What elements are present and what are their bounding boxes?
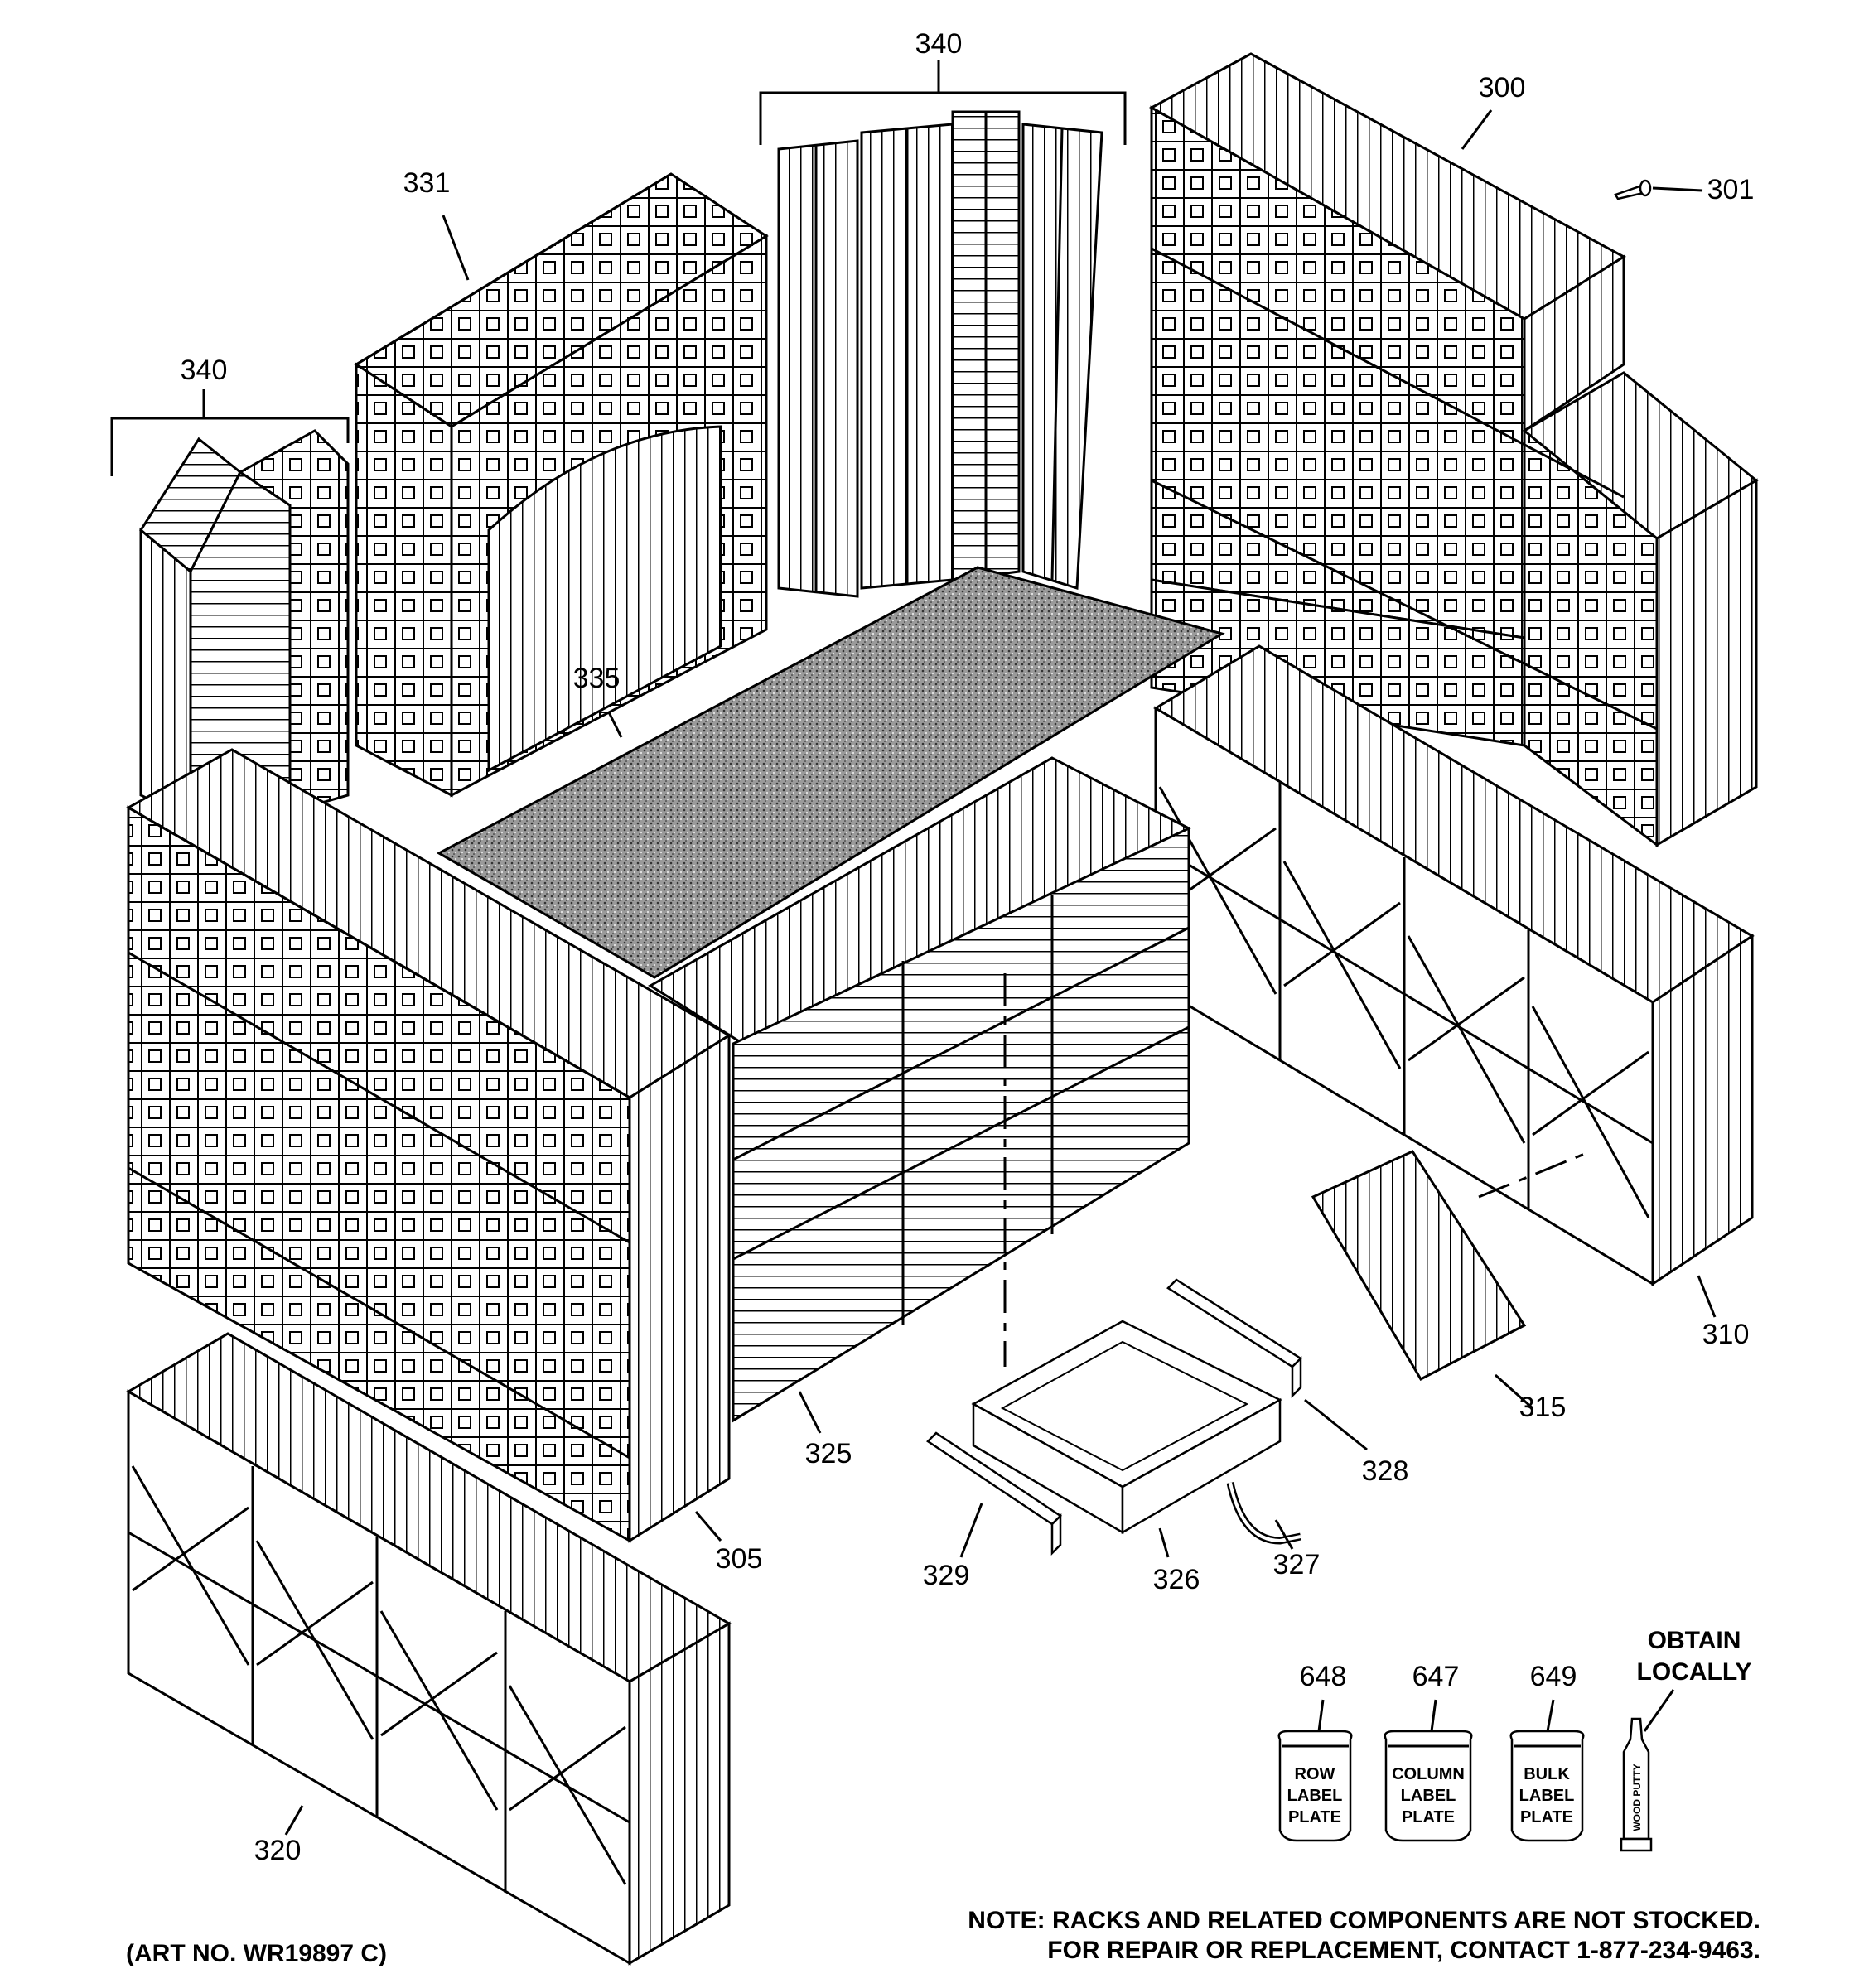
bag-bulk-line1: BULK [1524, 1765, 1570, 1783]
center-shelf-unit-325 [648, 756, 1192, 1423]
callout-647: 647 [1412, 1661, 1460, 1692]
drawer-326 [971, 973, 1282, 1535]
note-line2: FOR REPAIR OR REPLACEMENT, CONTACT 1-877… [1047, 1937, 1760, 1964]
callout-649: 649 [1530, 1661, 1577, 1692]
callout-leaders [284, 109, 1717, 1836]
big-rack-305 [125, 748, 732, 1543]
callout-331: 331 [403, 167, 451, 199]
bag-row-line1: ROW [1295, 1765, 1335, 1783]
callout-315: 315 [1519, 1392, 1567, 1423]
bulk-label-plate-bag-649: BULK LABEL PLATE [1509, 1699, 1585, 1842]
callout-310: 310 [1702, 1319, 1750, 1350]
row-label-plate-bag-648: ROW LABEL PLATE [1277, 1699, 1353, 1842]
obtain-locally-line1: OBTAIN [1648, 1627, 1741, 1654]
callout-300: 300 [1479, 72, 1526, 104]
handle-327 [1226, 1482, 1301, 1545]
corner-rack-340-top [777, 110, 1103, 598]
bag-bulk-line2: LABEL [1519, 1787, 1575, 1805]
arch-rack-331 [354, 172, 769, 798]
callout-328: 328 [1362, 1455, 1409, 1487]
callout-340-left: 340 [181, 355, 228, 386]
low-rack-320 [126, 1332, 732, 1966]
callout-325: 325 [805, 1438, 852, 1469]
column-label-plate-bag-647: COLUMN LABEL PLATE [1384, 1699, 1473, 1842]
obtain-locally-line2: LOCALLY [1637, 1658, 1752, 1686]
callout-335: 335 [573, 663, 621, 694]
tube-label: WOOD PUTTY [1631, 1764, 1643, 1831]
shelf-board-315 [1311, 1150, 1591, 1381]
bag-column-line1: COLUMN [1392, 1765, 1465, 1783]
bracket-340-top [759, 91, 1127, 145]
callout-305: 305 [716, 1543, 763, 1575]
callout-329: 329 [923, 1560, 970, 1591]
callout-340-top: 340 [915, 28, 963, 60]
bag-column-line3: PLATE [1402, 1808, 1455, 1826]
table-top-335 [436, 566, 1225, 979]
tall-rack-300 [1148, 52, 1759, 847]
bag-row-line2: LABEL [1287, 1787, 1343, 1805]
slide-328 [1166, 1278, 1302, 1399]
screw-301 [1614, 179, 1703, 200]
callout-326: 326 [1153, 1564, 1200, 1595]
corner-rack-340-left [139, 429, 350, 823]
callout-327: 327 [1273, 1549, 1321, 1580]
low-rack-310 [1153, 644, 1755, 1286]
wood-putty-tube: WOOD PUTTY [1620, 1689, 1675, 1852]
callout-648: 648 [1300, 1661, 1347, 1692]
bag-column-line2: LABEL [1401, 1787, 1456, 1805]
callout-301: 301 [1707, 174, 1755, 205]
callout-320: 320 [254, 1835, 302, 1866]
art-number: (ART NO. WR19897 C) [126, 1940, 387, 1967]
bag-bulk-line3: PLATE [1520, 1808, 1573, 1826]
note-line1: NOTE: RACKS AND RELATED COMPONENTS ARE N… [968, 1907, 1760, 1934]
bracket-340-left [110, 417, 350, 476]
slide-329 [926, 1431, 1062, 1556]
bag-row-line3: PLATE [1288, 1808, 1341, 1826]
